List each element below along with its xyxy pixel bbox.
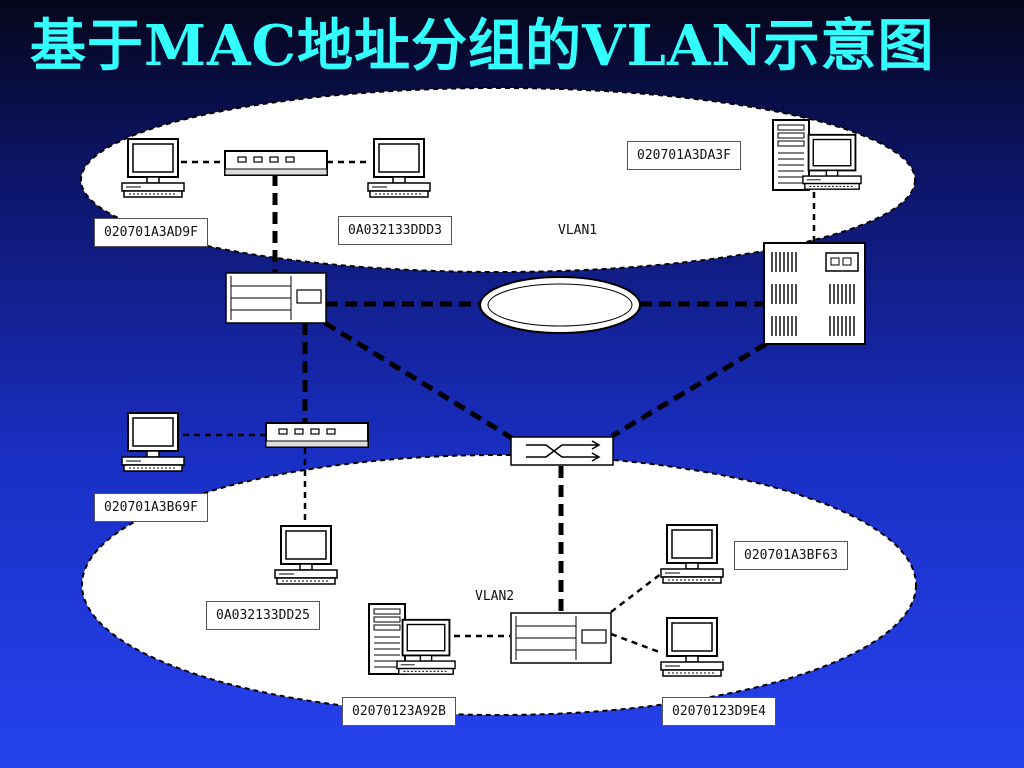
pc-outside-icon <box>121 412 185 472</box>
vlan2-pc-right-bottom-icon <box>660 616 724 678</box>
vlan1-label: VLAN1 <box>558 223 598 238</box>
vlan2-switch-icon <box>510 612 612 664</box>
vlan2-server-monitor-icon <box>396 618 456 676</box>
vlan2-label: VLAN2 <box>475 589 515 604</box>
vlan1-pc-middle-icon <box>367 138 431 198</box>
mac-label-pc-outside: 020701A3B69F <box>94 493 208 522</box>
core-switch-right-icon <box>763 242 866 345</box>
mac-label-vlan1-pc-middle: 0A032133DDD3 <box>338 216 452 245</box>
middle-hub-icon <box>265 422 369 448</box>
mac-label-vlan2-pc-hub: 0A032133DD25 <box>206 601 320 630</box>
mac-label-vlan1-pc-left: 020701A3AD9F <box>94 218 208 247</box>
mac-label-vlan1-server: 020701A3DA3F <box>627 141 741 170</box>
mac-label-vlan2-pc-right-top: 020701A3BF63 <box>734 541 848 570</box>
vlan1-boundary <box>80 87 916 273</box>
core-switch-left-icon <box>225 272 327 324</box>
backbone-ring-inner <box>487 283 633 327</box>
vlan2-pc-hub-icon <box>274 524 338 586</box>
backbone-links <box>272 174 768 612</box>
access-links <box>181 160 816 655</box>
mac-label-vlan2-server: 02070123A92B <box>342 697 456 726</box>
vlan1-pc-left-icon <box>121 138 185 198</box>
router-icon <box>510 436 614 466</box>
page-title: 基于MAC地址分组的VLAN示意图 <box>30 13 935 79</box>
vlan2-pc-right-top-icon <box>660 524 724 584</box>
vlan1-server-monitor-icon <box>802 133 862 191</box>
vlan1-hub-icon <box>224 150 328 176</box>
mac-label-vlan2-pc-right-bottom: 02070123D9E4 <box>662 697 776 726</box>
